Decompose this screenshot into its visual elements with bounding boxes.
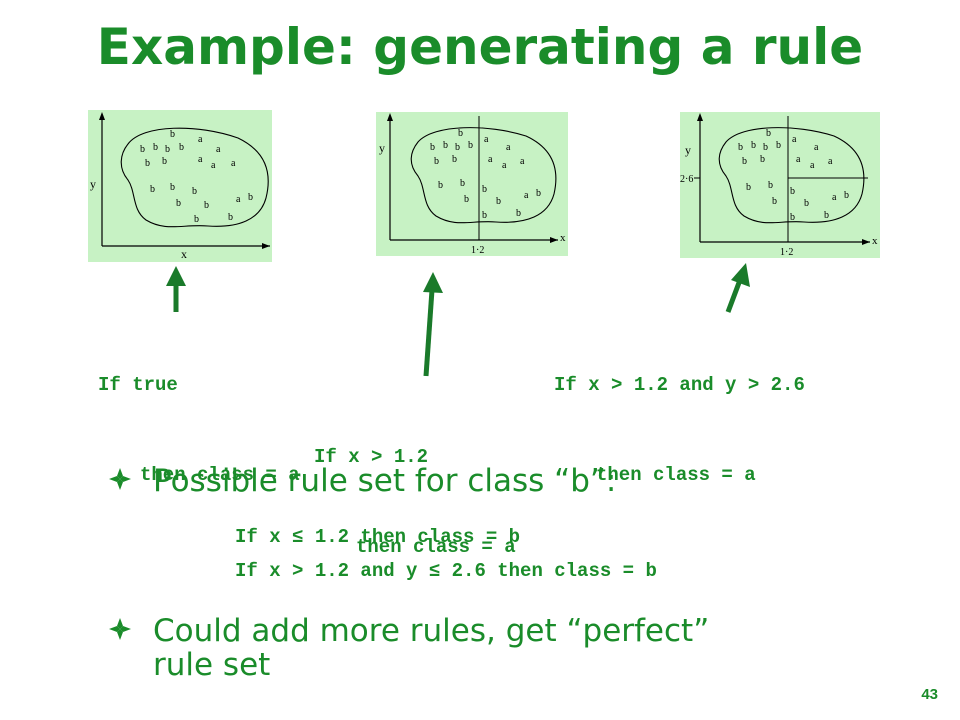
- svg-text:b: b: [140, 144, 145, 155]
- svg-text:b: b: [772, 196, 777, 207]
- svg-text:b: b: [176, 198, 181, 209]
- svg-text:b: b: [804, 198, 809, 209]
- svg-text:b: b: [766, 128, 771, 139]
- svg-text:b: b: [170, 129, 175, 140]
- svg-text:b: b: [165, 144, 170, 155]
- svg-text:a: a: [814, 142, 819, 153]
- svg-text:b: b: [192, 186, 197, 197]
- svg-text:a: a: [231, 158, 236, 169]
- svg-text:b: b: [434, 156, 439, 167]
- svg-text:a: a: [810, 160, 815, 171]
- svg-text:a: a: [198, 154, 203, 165]
- svg-text:b: b: [738, 142, 743, 153]
- svg-text:a: a: [520, 156, 525, 167]
- rule-1-line-1: If true: [98, 374, 178, 396]
- svg-text:a: a: [216, 144, 221, 155]
- svg-text:a: a: [236, 194, 241, 205]
- svg-text:b: b: [790, 212, 795, 223]
- svg-text:a: a: [198, 134, 203, 145]
- bullet-2-line-1: Could add more rules, get “perfect”: [153, 613, 710, 649]
- bullet-1-text: Possible rule set for class “b”:: [153, 463, 617, 499]
- svg-text:b: b: [482, 184, 487, 195]
- svg-text:a: a: [211, 160, 216, 171]
- svg-text:b: b: [482, 210, 487, 221]
- rule-set-b-line-1: If x ≤ 1.2 then class = b: [235, 526, 521, 548]
- svg-text:b: b: [746, 182, 751, 193]
- svg-text:a: a: [506, 142, 511, 153]
- rule-3: If x > 1.2 and y > 2.6 then class = a: [554, 310, 805, 520]
- svg-text:b: b: [763, 142, 768, 153]
- svg-text:b: b: [824, 210, 829, 221]
- panel-2-x-label: x: [560, 232, 566, 244]
- svg-text:a: a: [832, 192, 837, 203]
- rule-3-line-1: If x > 1.2 and y > 2.6: [554, 374, 805, 396]
- svg-text:b: b: [438, 180, 443, 191]
- rule-1: If true then class = a: [98, 310, 300, 520]
- svg-text:b: b: [496, 196, 501, 207]
- svg-text:a: a: [524, 190, 529, 201]
- svg-text:b: b: [430, 142, 435, 153]
- svg-text:b: b: [464, 194, 469, 205]
- svg-text:a: a: [502, 160, 507, 171]
- page-number: 43: [921, 686, 938, 703]
- svg-text:a: a: [792, 134, 797, 145]
- arrow-3: [725, 263, 750, 313]
- panel-2-y-label: y: [379, 141, 385, 155]
- svg-text:b: b: [248, 192, 253, 203]
- panel-2-x-tick: 1·2: [471, 245, 484, 256]
- rule-2-line-2: then class = a: [356, 536, 516, 558]
- svg-text:b: b: [468, 140, 473, 151]
- svg-text:b: b: [455, 142, 460, 153]
- rule-3-line-2: then class = a: [596, 464, 756, 486]
- slide-title: Example: generating a rule: [96, 18, 864, 76]
- svg-text:b: b: [452, 154, 457, 165]
- bullet-2-line-2: rule set: [153, 647, 271, 683]
- rule-1-line-2: then class = a: [140, 464, 300, 486]
- svg-text:b: b: [760, 154, 765, 165]
- arrow-1: [166, 266, 186, 312]
- svg-text:b: b: [443, 140, 448, 151]
- svg-text:b: b: [516, 208, 521, 219]
- panel-1-x-label: x: [181, 247, 187, 261]
- svg-text:a: a: [488, 154, 493, 165]
- rule-2: If x > 1.2 then class = a: [314, 382, 516, 592]
- svg-text:b: b: [536, 188, 541, 199]
- svg-text:b: b: [460, 178, 465, 189]
- svg-text:b: b: [170, 182, 175, 193]
- panel-3-x-tick: 1·2: [780, 247, 793, 258]
- svg-text:b: b: [194, 214, 199, 225]
- svg-text:b: b: [145, 158, 150, 169]
- svg-text:b: b: [150, 184, 155, 195]
- panel-3-x-label: x: [872, 235, 878, 247]
- svg-text:a: a: [796, 154, 801, 165]
- diamond-bullet-icon: [109, 618, 131, 640]
- svg-text:b: b: [458, 128, 463, 139]
- rule-2-line-1: If x > 1.2: [314, 446, 429, 468]
- svg-text:b: b: [790, 186, 795, 197]
- svg-text:a: a: [484, 134, 489, 145]
- svg-text:b: b: [179, 142, 184, 153]
- svg-text:b: b: [228, 212, 233, 223]
- panel-3-y-label: y: [685, 143, 691, 157]
- rule-set-b-line-2: If x > 1.2 and y ≤ 2.6 then class = b: [235, 560, 657, 582]
- arrow-2: [423, 272, 443, 377]
- panel-3-y-tick: 2·6: [680, 174, 693, 185]
- svg-text:b: b: [153, 142, 158, 153]
- svg-text:b: b: [776, 140, 781, 151]
- svg-text:b: b: [742, 156, 747, 167]
- svg-text:b: b: [162, 156, 167, 167]
- svg-text:b: b: [204, 200, 209, 211]
- svg-text:b: b: [844, 190, 849, 201]
- diamond-bullet-icon: [109, 468, 131, 490]
- svg-text:b: b: [751, 140, 756, 151]
- svg-text:b: b: [768, 180, 773, 191]
- svg-text:a: a: [828, 156, 833, 167]
- panel-1-y-label: y: [90, 177, 96, 191]
